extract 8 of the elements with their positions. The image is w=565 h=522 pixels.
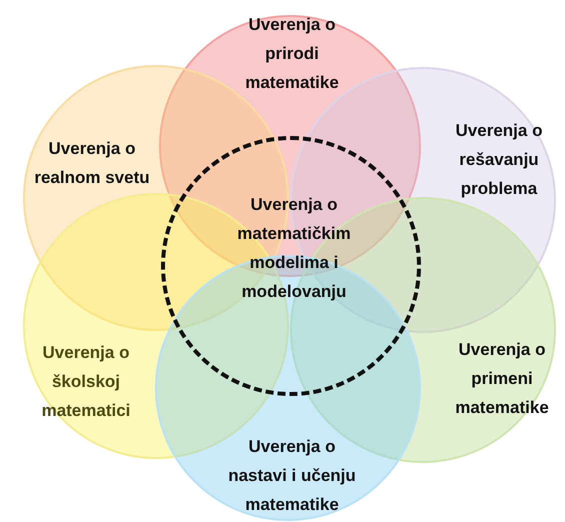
circle-label: Uverenja o primeni matematike [454,339,550,419]
dashed-circle [161,136,421,396]
circle-label: Uverenja o realnom svetu [33,138,151,189]
circle-label: Uverenja o prirodi matematike [244,14,340,94]
circle-label: Uverenja o rešavanju problema [454,120,544,200]
circle-label: Uverenja o školskoj matematici [40,342,132,422]
circle-label: Uverenja o matematičkim modelima i modelovanju [236,194,352,303]
circle-label: Uverenja o nastavi i učenju matematike [227,436,357,516]
